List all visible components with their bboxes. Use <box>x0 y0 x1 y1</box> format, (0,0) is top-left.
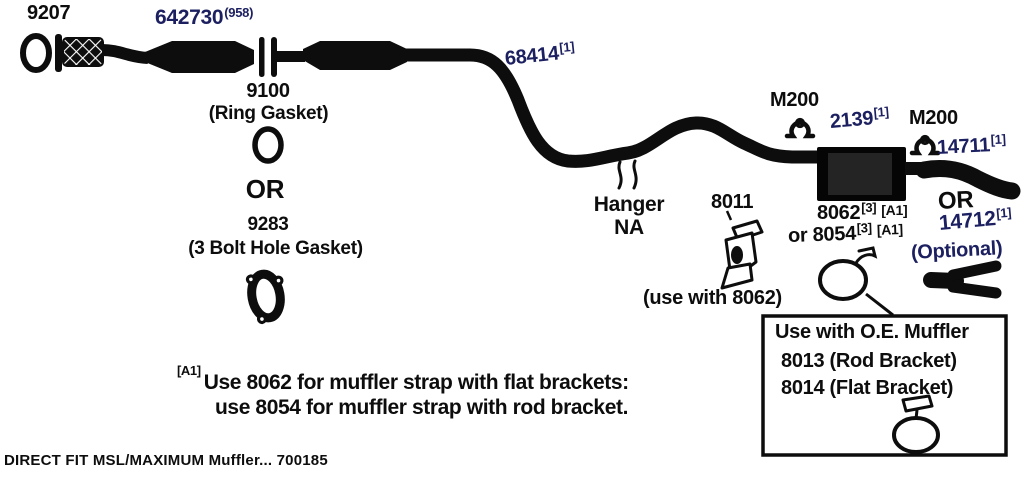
front-flange-bar <box>55 34 62 72</box>
part-14711-superscript: [1] <box>990 131 1007 148</box>
muffler-strap-drawing <box>818 246 878 301</box>
flex-braid-section <box>62 37 104 67</box>
ring-gasket-drawing <box>252 126 284 164</box>
part-8054-note-ref: [A1] <box>876 220 904 238</box>
footnote-line1-text: Use 8062 for muffler strap with flat bra… <box>203 371 629 394</box>
footnote-a1: [A1]Use 8062 for muffler strap with flat… <box>177 363 629 420</box>
catalytic-converter-shape <box>145 41 254 73</box>
bracket-8011-drawing <box>720 210 764 290</box>
optional-tip-14712-shape <box>923 260 1002 299</box>
part-label-8054: or 8054[3][A1] <box>787 220 904 247</box>
part-68414-superscript: [1] <box>558 38 575 56</box>
part-8054-prefix: or <box>787 224 814 247</box>
part-label-14711: 14711[1] <box>936 131 1007 159</box>
part-label-642730: 642730(958) <box>155 5 254 29</box>
part-8062-superscript: [3] <box>861 200 877 215</box>
part-label-9100: 9100 <box>246 80 290 102</box>
muffler-body-inner <box>828 153 892 195</box>
part-14712-superscript: [1] <box>995 204 1012 221</box>
callout-box-border <box>761 314 1008 457</box>
joint-flange-bar-2 <box>271 37 277 77</box>
resonator-shape <box>303 41 407 70</box>
bolt-gasket-drawing <box>245 269 285 325</box>
part-2139-superscript: [1] <box>872 103 890 121</box>
part-8054-superscript: [3] <box>856 220 872 236</box>
footnote-marker: [A1] <box>177 363 201 378</box>
part-label-8062: 8062[3] [A1] <box>817 200 908 224</box>
part-label-9283: 9283 <box>247 214 289 235</box>
part-14711-number: 14711 <box>936 134 991 159</box>
tailpipe-shape <box>915 159 1021 200</box>
part-14712-number: 14712 <box>937 207 997 235</box>
part-642730-number: 642730 <box>155 6 224 29</box>
part-label-9207: 9207 <box>27 2 71 24</box>
bolt-gasket-caption: (3 Bolt Hole Gasket) <box>188 238 363 259</box>
part-8062-note-ref: [A1] <box>881 202 908 218</box>
leader-line-to-box <box>865 292 894 317</box>
use-with-8062-caption: (use with 8062) <box>643 287 782 309</box>
clamp-m200-left-icon <box>787 119 813 136</box>
or-gaskets-label: OR <box>245 174 285 204</box>
part-642730-superscript: (958) <box>224 5 254 20</box>
flange-ring-9207-shape <box>20 33 52 73</box>
callout-strap-drawing <box>892 394 940 454</box>
callout-box-title: Use with O.E. Muffler <box>775 321 969 343</box>
optional-caption: (Optional) <box>910 237 1003 264</box>
hanger-label: Hanger NA <box>585 193 673 239</box>
clamp-label-m200-left: M200 <box>770 89 819 111</box>
callout-box-line-8014: 8014 (Flat Bracket) <box>781 377 954 399</box>
hanger-rod-1 <box>617 160 623 190</box>
callout-box-line-8013: 8013 (Rod Bracket) <box>781 350 957 372</box>
clamp-label-m200-right: M200 <box>909 107 958 129</box>
ring-gasket-caption: (Ring Gasket) <box>208 103 329 124</box>
clamp-m200-right-icon <box>912 136 938 153</box>
part-8062-number: 8062 <box>817 202 861 224</box>
footnote-line2: use 8054 for muffler strap with rod brac… <box>215 396 629 419</box>
hanger-label-line2: NA <box>614 216 644 239</box>
intermediate-stub <box>277 51 305 62</box>
hanger-rod-2 <box>632 159 638 190</box>
intermediate-pipe-68414 <box>398 48 825 168</box>
joint-flange-bar-1 <box>259 37 265 77</box>
footer-part-description: DIRECT FIT MSL/MAXIMUM Muffler... 700185 <box>4 452 328 469</box>
part-8054-number: 8054 <box>812 222 857 247</box>
footnote-line1: [A1]Use 8062 for muffler strap with flat… <box>177 363 629 395</box>
part-2139-number: 2139 <box>829 107 875 133</box>
hanger-label-line1: Hanger <box>593 193 665 216</box>
front-pipe <box>101 44 149 64</box>
part-label-8011: 8011 <box>711 191 754 213</box>
